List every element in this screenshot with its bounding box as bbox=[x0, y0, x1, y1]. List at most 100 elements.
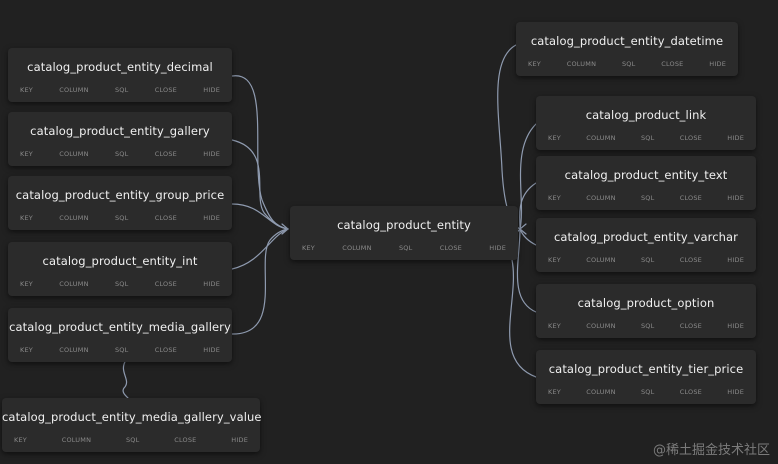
hide-button[interactable]: HIDE bbox=[203, 346, 220, 354]
sql-button[interactable]: SQL bbox=[398, 244, 413, 252]
link-decimal bbox=[231, 75, 289, 230]
sql-button[interactable]: SQL bbox=[640, 322, 655, 330]
hide-button[interactable]: HIDE bbox=[727, 256, 744, 264]
table-catalog-product-entity-media-gallery[interactable]: catalog_product_entity_media_gallery KEY… bbox=[8, 308, 232, 362]
key-button[interactable]: KEY bbox=[548, 388, 561, 396]
key-button[interactable]: KEY bbox=[548, 256, 561, 264]
sql-button[interactable]: SQL bbox=[114, 86, 129, 94]
sql-button[interactable]: SQL bbox=[640, 134, 655, 142]
link-option bbox=[516, 228, 537, 313]
key-button[interactable]: KEY bbox=[548, 194, 561, 202]
table-catalog-product-link[interactable]: catalog_product_link KEY COLUMN SQL CLOS… bbox=[536, 96, 756, 150]
sql-button[interactable]: SQL bbox=[640, 256, 655, 264]
key-button[interactable]: KEY bbox=[302, 244, 315, 252]
close-button[interactable]: CLOSE bbox=[154, 280, 177, 288]
close-button[interactable]: CLOSE bbox=[679, 194, 702, 202]
table-actions: KEY COLUMN SQL CLOSE HIDE bbox=[20, 150, 220, 158]
table-catalog-product-entity-datetime[interactable]: catalog_product_entity_datetime KEY COLU… bbox=[516, 22, 738, 76]
link-group-price bbox=[231, 203, 289, 230]
column-button[interactable]: COLUMN bbox=[59, 214, 89, 222]
column-button[interactable]: COLUMN bbox=[586, 322, 616, 330]
column-button[interactable]: COLUMN bbox=[342, 244, 372, 252]
sql-button[interactable]: SQL bbox=[125, 436, 140, 444]
close-button[interactable]: CLOSE bbox=[679, 322, 702, 330]
hide-button[interactable]: HIDE bbox=[203, 280, 220, 288]
close-button[interactable]: CLOSE bbox=[661, 60, 684, 68]
close-button[interactable]: CLOSE bbox=[679, 256, 702, 264]
close-button[interactable]: CLOSE bbox=[154, 346, 177, 354]
column-button[interactable]: COLUMN bbox=[59, 346, 89, 354]
link-text bbox=[519, 182, 537, 230]
table-catalog-product-option[interactable]: catalog_product_option KEY COLUMN SQL CL… bbox=[536, 284, 756, 338]
table-name: catalog_product_entity_media_gallery bbox=[9, 320, 231, 334]
hide-button[interactable]: HIDE bbox=[203, 86, 220, 94]
close-button[interactable]: CLOSE bbox=[439, 244, 462, 252]
key-button[interactable]: KEY bbox=[20, 346, 33, 354]
hide-button[interactable]: HIDE bbox=[727, 388, 744, 396]
key-button[interactable]: KEY bbox=[20, 86, 33, 94]
key-button[interactable]: KEY bbox=[14, 436, 27, 444]
close-button[interactable]: CLOSE bbox=[154, 86, 177, 94]
close-button[interactable]: CLOSE bbox=[679, 134, 702, 142]
table-actions: KEY COLUMN SQL CLOSE HIDE bbox=[20, 214, 220, 222]
close-button[interactable]: CLOSE bbox=[154, 214, 177, 222]
sql-button[interactable]: SQL bbox=[640, 194, 655, 202]
hide-button[interactable]: HIDE bbox=[203, 150, 220, 158]
hide-button[interactable]: HIDE bbox=[727, 194, 744, 202]
table-catalog-product-entity-text[interactable]: catalog_product_entity_text KEY COLUMN S… bbox=[536, 156, 756, 210]
column-button[interactable]: COLUMN bbox=[61, 436, 92, 444]
key-button[interactable]: KEY bbox=[548, 134, 561, 142]
table-catalog-product-entity-int[interactable]: catalog_product_entity_int KEY COLUMN SQ… bbox=[8, 242, 232, 296]
sql-button[interactable]: SQL bbox=[621, 60, 636, 68]
key-button[interactable]: KEY bbox=[528, 60, 541, 68]
column-button[interactable]: COLUMN bbox=[59, 280, 89, 288]
table-name: catalog_product_entity_gallery bbox=[30, 124, 210, 138]
sql-button[interactable]: SQL bbox=[114, 214, 129, 222]
column-button[interactable]: COLUMN bbox=[586, 388, 616, 396]
table-catalog-product-entity-tier-price[interactable]: catalog_product_entity_tier_price KEY CO… bbox=[536, 350, 756, 404]
table-name: catalog_product_option bbox=[577, 296, 715, 310]
sql-button[interactable]: SQL bbox=[640, 388, 655, 396]
hide-button[interactable]: HIDE bbox=[203, 214, 220, 222]
column-button[interactable]: COLUMN bbox=[586, 134, 616, 142]
table-catalog-product-entity-decimal[interactable]: catalog_product_entity_decimal KEY COLUM… bbox=[8, 48, 232, 102]
column-button[interactable]: COLUMN bbox=[59, 150, 89, 158]
hide-button[interactable]: HIDE bbox=[727, 134, 744, 142]
column-button[interactable]: COLUMN bbox=[586, 194, 616, 202]
link-int bbox=[231, 228, 289, 270]
table-catalog-product-entity-gallery[interactable]: catalog_product_entity_gallery KEY COLUM… bbox=[8, 112, 232, 166]
sql-button[interactable]: SQL bbox=[114, 346, 129, 354]
close-button[interactable]: CLOSE bbox=[174, 436, 197, 444]
hide-button[interactable]: HIDE bbox=[709, 60, 726, 68]
table-catalog-product-entity-group-price[interactable]: catalog_product_entity_group_price KEY C… bbox=[8, 176, 232, 230]
close-button[interactable]: CLOSE bbox=[154, 150, 177, 158]
table-catalog-product-entity[interactable]: catalog_product_entity KEY COLUMN SQL CL… bbox=[290, 206, 518, 260]
table-catalog-product-entity-media-gallery-value[interactable]: catalog_product_entity_media_gallery_val… bbox=[2, 398, 262, 452]
column-button[interactable]: COLUMN bbox=[59, 86, 89, 94]
table-actions: KEY COLUMN SQL CLOSE HIDE bbox=[548, 388, 744, 396]
arrow-right bbox=[519, 223, 527, 235]
column-button[interactable]: COLUMN bbox=[586, 256, 616, 264]
table-actions: KEY COLUMN SQL CLOSE HIDE bbox=[20, 86, 220, 94]
hide-button[interactable]: HIDE bbox=[489, 244, 506, 252]
table-actions: KEY COLUMN SQL CLOSE HIDE bbox=[20, 346, 220, 354]
key-button[interactable]: KEY bbox=[548, 322, 561, 330]
link-gallery bbox=[231, 139, 289, 230]
table-actions: KEY COLUMN SQL CLOSE HIDE bbox=[302, 244, 506, 252]
table-name: catalog_product_entity_tier_price bbox=[548, 362, 744, 376]
hide-button[interactable]: HIDE bbox=[231, 436, 248, 444]
key-button[interactable]: KEY bbox=[20, 214, 33, 222]
arrow-left bbox=[281, 223, 289, 235]
key-button[interactable]: KEY bbox=[20, 150, 33, 158]
column-button[interactable]: COLUMN bbox=[566, 60, 597, 68]
table-catalog-product-entity-varchar[interactable]: catalog_product_entity_varchar KEY COLUM… bbox=[536, 218, 756, 272]
table-name: catalog_product_link bbox=[585, 108, 707, 122]
sql-button[interactable]: SQL bbox=[114, 280, 129, 288]
key-button[interactable]: KEY bbox=[20, 280, 33, 288]
sql-button[interactable]: SQL bbox=[114, 150, 129, 158]
link-varchar bbox=[519, 228, 537, 246]
close-button[interactable]: CLOSE bbox=[679, 388, 702, 396]
hide-button[interactable]: HIDE bbox=[727, 322, 744, 330]
table-actions: KEY COLUMN SQL CLOSE HIDE bbox=[528, 60, 726, 68]
